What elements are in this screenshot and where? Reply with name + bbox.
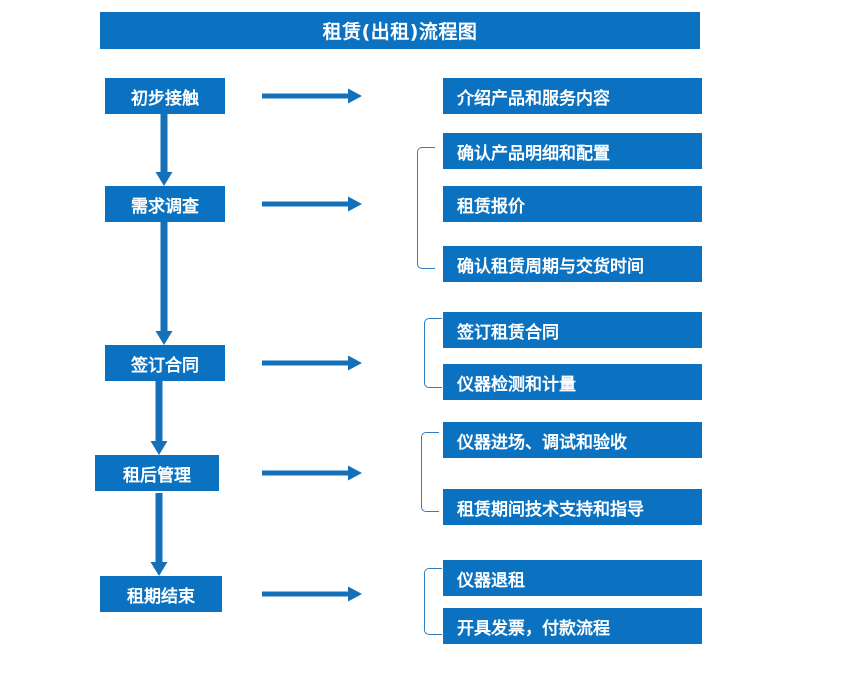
chart-title: 租赁(出租)流程图 bbox=[100, 12, 700, 49]
task-box-9[interactable]: 仪器退租 bbox=[443, 560, 702, 596]
group-bracket-icon-4 bbox=[424, 568, 442, 635]
task-box-3[interactable]: 租赁报价 bbox=[443, 186, 702, 222]
arrow-down-icon-4 bbox=[150, 493, 168, 576]
arrow-right-icon-4 bbox=[262, 464, 362, 482]
task-box-6[interactable]: 仪器检测和计量 bbox=[443, 364, 702, 400]
task-box-7[interactable]: 仪器进场、调试和验收 bbox=[443, 422, 702, 458]
arrow-down-icon-1 bbox=[155, 114, 173, 186]
task-box-1[interactable]: 介绍产品和服务内容 bbox=[443, 78, 702, 114]
stage-box-4[interactable]: 租后管理 bbox=[95, 455, 219, 491]
stage-box-1[interactable]: 初步接触 bbox=[105, 78, 225, 114]
task-box-5[interactable]: 签订租赁合同 bbox=[443, 312, 702, 348]
task-box-10[interactable]: 开具发票，付款流程 bbox=[443, 608, 702, 644]
task-box-4[interactable]: 确认租赁周期与交货时间 bbox=[443, 246, 702, 282]
group-bracket-icon-2 bbox=[424, 318, 442, 388]
group-bracket-icon-1 bbox=[417, 147, 435, 269]
arrow-down-icon-2 bbox=[155, 222, 173, 345]
task-box-8[interactable]: 租赁期间技术支持和指导 bbox=[443, 489, 702, 525]
arrow-down-icon-3 bbox=[150, 381, 168, 455]
arrow-right-icon-5 bbox=[262, 585, 362, 603]
stage-box-3[interactable]: 签订合同 bbox=[105, 345, 225, 381]
arrow-right-icon-2 bbox=[262, 195, 362, 213]
arrow-right-icon-3 bbox=[262, 354, 362, 372]
task-box-2[interactable]: 确认产品明细和配置 bbox=[443, 133, 702, 169]
stage-box-5[interactable]: 租期结束 bbox=[100, 576, 222, 612]
arrow-right-icon-1 bbox=[262, 87, 362, 105]
stage-box-2[interactable]: 需求调查 bbox=[105, 186, 225, 222]
group-bracket-icon-3 bbox=[421, 432, 439, 512]
